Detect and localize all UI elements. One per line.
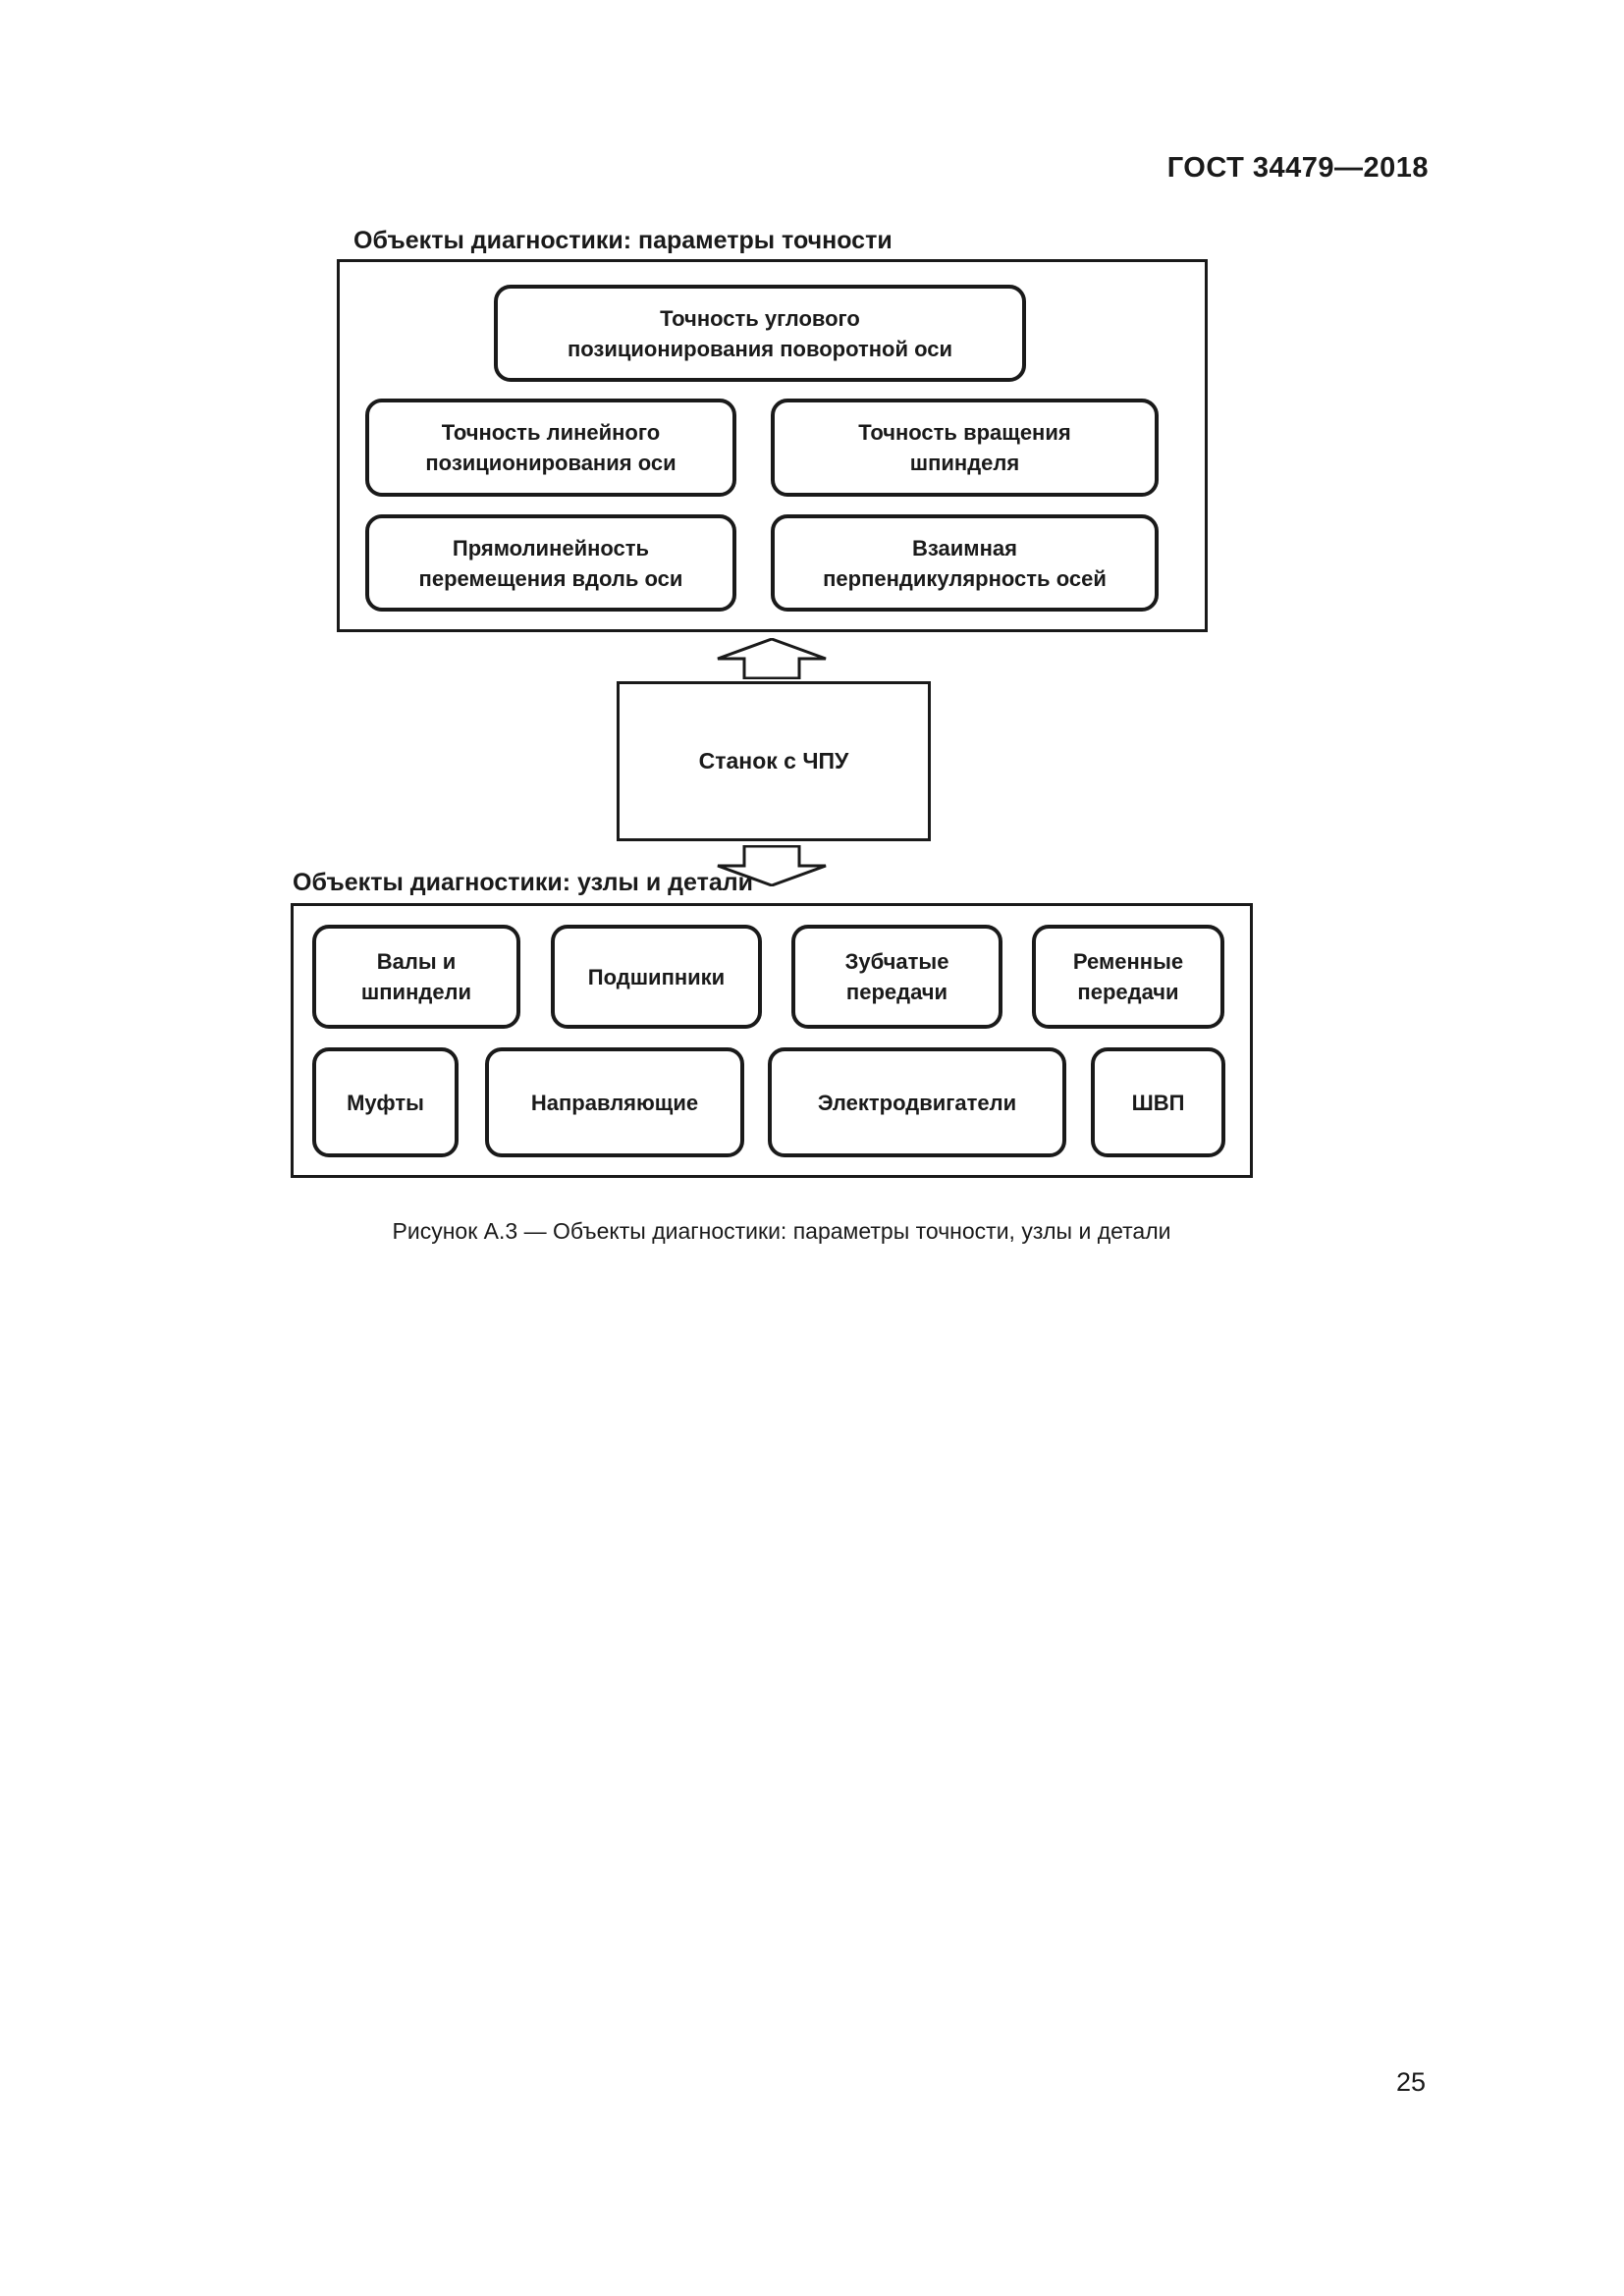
accuracy-container: Точность углового позиционирования повор… [337,259,1208,632]
node-couplings-label: Муфты [347,1090,424,1115]
node-guideways: Направляющие [485,1047,744,1157]
node-straightness-of-travel-label: Прямолинейность перемещения вдоль оси [418,535,683,591]
node-bearings-label: Подшипники [587,964,726,989]
node-ball-screws-label: ШВП [1131,1090,1185,1115]
node-spindle-rotation-accuracy: Точность вращения шпинделя [771,399,1159,497]
node-linear-positioning-accuracy-label: Точность линейного позиционирования оси [425,420,677,475]
node-gear-drives: Зубчатые передачи [791,925,1002,1029]
node-cnc-machine-label: Станок с ЧПУ [698,748,849,774]
node-electric-motors: Электродвигатели [768,1047,1066,1157]
node-bearings: Подшипники [551,925,762,1029]
node-belt-drives-label: Ременные передачи [1072,949,1184,1004]
node-mutual-perpendicularity-label: Взаимная перпендикулярность осей [823,535,1107,591]
block-arrow-up-icon [717,638,827,679]
block-arrow-down-icon [717,845,827,886]
node-shafts-and-spindles-label: Валы и шпиндели [360,949,472,1004]
section-parts-label: Объекты диагностики: узлы и детали [293,869,754,896]
node-mutual-perpendicularity: Взаимная перпендикулярность осей [771,514,1159,612]
node-gear-drives-label: Зубчатые передачи [844,949,949,1004]
node-cnc-machine: Станок с ЧПУ [617,681,931,841]
page-number: 25 [1395,2067,1426,2097]
page-header: ГОСТ 34479—2018 [1166,152,1429,184]
node-guideways-label: Направляющие [530,1090,699,1115]
node-angular-positioning-accuracy: Точность углового позиционирования повор… [494,285,1026,382]
section-accuracy-label: Объекты диагностики: параметры точности [353,227,893,254]
node-ball-screws: ШВП [1091,1047,1225,1157]
node-belt-drives: Ременные передачи [1032,925,1224,1029]
node-electric-motors-label: Электродвигатели [817,1090,1017,1115]
node-linear-positioning-accuracy: Точность линейного позиционирования оси [365,399,736,497]
figure-caption: Рисунок А.3 — Объекты диагностики: парам… [392,1218,1171,1244]
node-spindle-rotation-accuracy-label: Точность вращения шпинделя [858,420,1071,475]
parts-container: Валы и шпиндели Подшипники Зубчатые пере… [291,903,1253,1178]
node-shafts-and-spindles: Валы и шпиндели [312,925,520,1029]
node-straightness-of-travel: Прямолинейность перемещения вдоль оси [365,514,736,612]
node-angular-positioning-accuracy-label: Точность углового позиционирования повор… [567,305,953,361]
node-couplings: Муфты [312,1047,459,1157]
